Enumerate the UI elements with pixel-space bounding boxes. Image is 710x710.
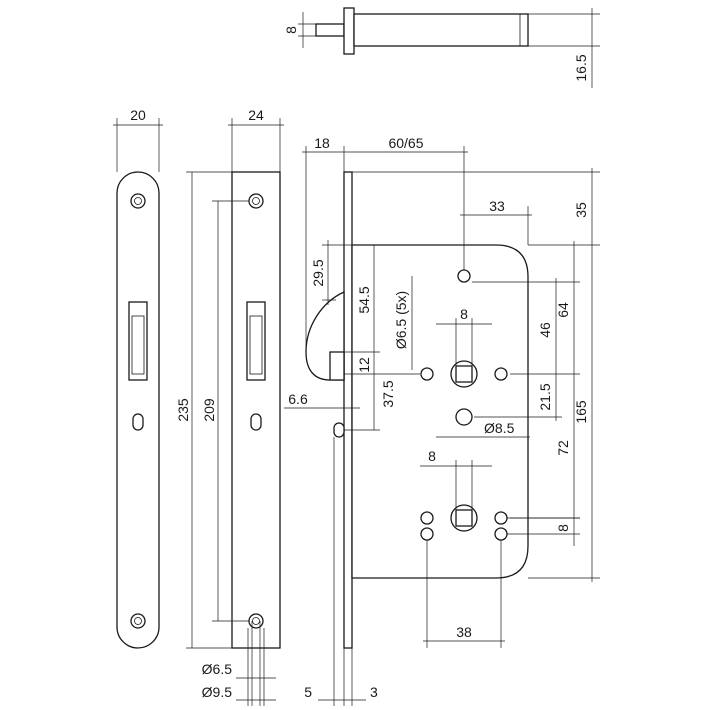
lock-forend-edge (343, 171, 353, 649)
upper-follower-square (455, 365, 473, 383)
spindle-square (315, 23, 345, 37)
faceplate-screw-hole-top (130, 193, 146, 209)
dim-square-8-lower: 8 (428, 448, 436, 464)
lock-case (351, 244, 529, 579)
lock-body-view: 18 60/65 33 35 165 29.5 54.5 12 37.5 Ø6.… (284, 135, 600, 706)
dim-12: 12 (356, 357, 372, 373)
dim-square-8-upper: 8 (460, 306, 468, 322)
faceplate-latch-slot (128, 301, 148, 381)
dim-height-165: 165 (573, 400, 589, 424)
dim-6-6: 6.6 (288, 391, 308, 407)
case-top-profile (353, 13, 529, 47)
dim-21-5: 21.5 (537, 383, 553, 410)
dim-height-209: 209 (201, 398, 217, 422)
case-hole-top (457, 269, 471, 283)
lower-hole-left-top (420, 511, 434, 525)
dim-72: 72 (555, 440, 571, 456)
dim-screw-dia-6-5: Ø6.5 (202, 661, 233, 677)
dim-height-235: 235 (175, 398, 191, 422)
dim-64: 64 (555, 302, 571, 318)
dim-spindle-16-5: 16.5 (573, 54, 589, 81)
indicator-pin (333, 422, 345, 438)
lower-hole-left-bottom (420, 527, 434, 541)
dim-38: 38 (456, 624, 472, 640)
dim-37-5: 37.5 (380, 380, 396, 407)
faceplate-latch-slot-inner (131, 315, 145, 375)
lower-follower-square (455, 509, 473, 527)
forend-screw-hole-bottom (248, 613, 264, 629)
dim-plate-5: 5 (304, 684, 312, 700)
forend-screw-hole-bottom-inner (252, 617, 260, 625)
follower-flange (343, 7, 355, 55)
upper-follower-left-hole (420, 367, 434, 381)
faceplate-screw-hole-top-inner (134, 197, 142, 205)
dim-latch-29-5: 29.5 (310, 259, 326, 286)
dim-top-35: 35 (573, 202, 589, 218)
forend-screw-hole-top-inner (252, 197, 260, 205)
faceplate (116, 171, 160, 649)
dim-spindle-8: 8 (283, 26, 299, 34)
lower-hole-right-top (494, 511, 508, 525)
forend-screw-hole-top (248, 193, 264, 209)
forend-plate (231, 171, 281, 649)
latch-bolt-body (329, 351, 345, 381)
cylinder-hole-8-5 (455, 408, 473, 426)
faceplate-indicator-slot (132, 413, 144, 431)
dim-screw-dia-9-5: Ø9.5 (202, 684, 233, 700)
faceplate-screw-hole-bottom-inner (134, 617, 142, 625)
dim-forend-width-24: 24 (248, 107, 264, 123)
top-view: 8 16.5 (283, 7, 600, 88)
faceplate-view: 20 (113, 107, 163, 649)
dim-hole-54-5: 54.5 (356, 286, 372, 313)
dim-faceplate-width-20: 20 (130, 107, 146, 123)
lower-hole-right-bottom (494, 527, 508, 541)
dim-backset-60-65: 60/65 (388, 135, 423, 151)
forend-indicator-slot (250, 413, 262, 431)
dim-offset-33: 33 (489, 198, 505, 214)
dim-backset-18: 18 (314, 135, 330, 151)
forend-latch-slot (246, 301, 266, 381)
dim-hole-gap-8: 8 (555, 524, 571, 532)
dim-hole-dia-6-5-5x: Ø6.5 (5x) (393, 291, 409, 349)
forend-view: 24 235 209 Ø6.5 Ø9.5 (175, 107, 284, 706)
upper-follower-right-hole (494, 367, 508, 381)
dim-46: 46 (537, 322, 553, 338)
faceplate-screw-hole-bottom (130, 613, 146, 629)
dim-hole-dia-8-5: Ø8.5 (484, 420, 515, 436)
dim-plate-3: 3 (370, 684, 378, 700)
forend-latch-slot-inner (249, 315, 263, 375)
